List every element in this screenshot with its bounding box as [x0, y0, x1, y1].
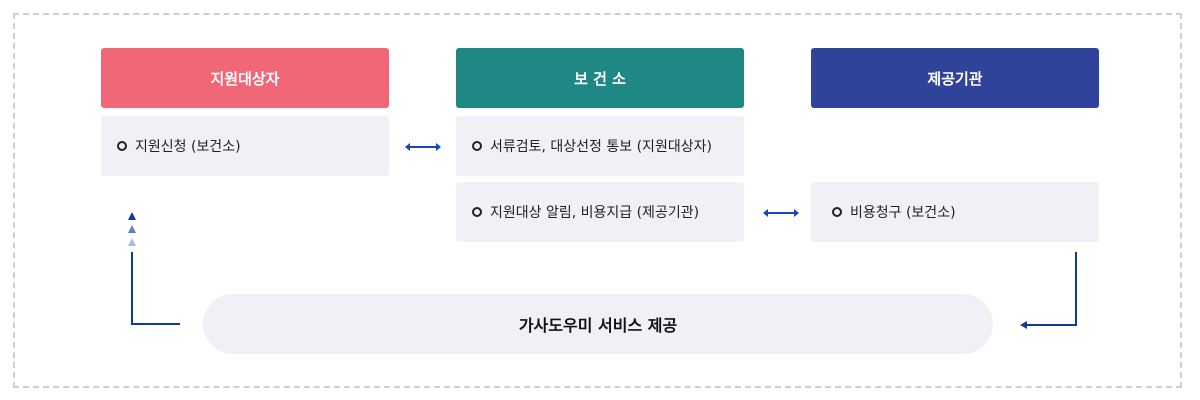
- double-arrow-icon: [763, 209, 799, 217]
- step-label: 지원신청 (보건소): [135, 139, 241, 155]
- bullet-icon: [117, 141, 127, 151]
- flow-line-left: [131, 323, 180, 325]
- diagram-frame: [13, 13, 1182, 388]
- bullet-icon: [832, 207, 842, 217]
- flow-line-right: [1075, 252, 1077, 326]
- up-triangle-icon: [128, 238, 136, 246]
- header-health-center: 보 건 소: [456, 48, 744, 108]
- service-banner: 가사도우미 서비스 제공: [203, 294, 993, 354]
- header-recipient: 지원대상자: [101, 48, 389, 108]
- step-claim: 비용청구 (보건소): [811, 182, 1099, 242]
- step-apply: 지원신청 (보건소): [101, 116, 389, 176]
- bullet-icon: [472, 141, 482, 151]
- flow-line-left: [131, 252, 133, 325]
- step-label: 서류검토, 대상선정 통보 (지원대상자): [490, 139, 712, 155]
- bullet-icon: [472, 207, 482, 217]
- flow-line-right: [1026, 324, 1077, 326]
- double-arrow-icon: [405, 143, 441, 151]
- step-review: 서류검토, 대상선정 통보 (지원대상자): [456, 116, 744, 176]
- arrow-left-icon: [1020, 321, 1027, 329]
- header-provider: 제공기관: [811, 48, 1099, 108]
- step-notify: 지원대상 알림, 비용지급 (제공기관): [456, 182, 744, 242]
- step-label: 비용청구 (보건소): [850, 205, 956, 221]
- up-triangle-icon: [128, 225, 136, 233]
- up-triangle-icon: [128, 212, 136, 220]
- step-label: 지원대상 알림, 비용지급 (제공기관): [490, 205, 700, 221]
